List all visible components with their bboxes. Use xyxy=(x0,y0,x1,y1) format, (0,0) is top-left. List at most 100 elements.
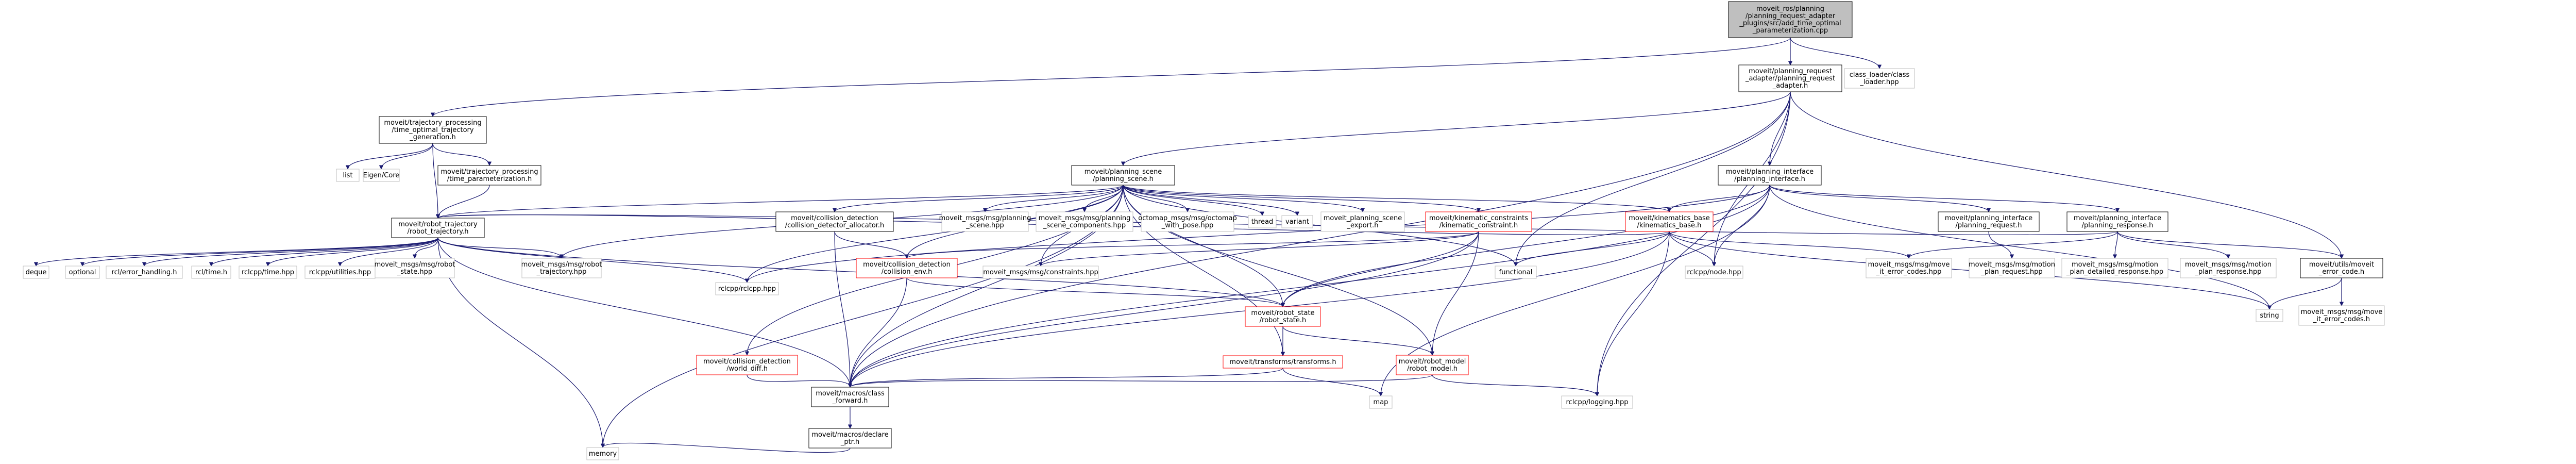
node-label-line: /time_parameterization.h xyxy=(447,175,532,183)
dependency-edge xyxy=(432,143,440,219)
node-label-line: moveit/planning_interface xyxy=(2074,214,2161,222)
node-motion-plan-response[interactable]: moveit_msgs/msg/motion_plan_response.hpp xyxy=(2180,258,2277,278)
dependency-edge xyxy=(848,374,1433,388)
node-moveit-error-codes[interactable]: moveit_msgs/msg/move_it_error_codes.hpp xyxy=(1866,258,1952,278)
node-rclcpp-logging[interactable]: rclcpp/logging.hpp xyxy=(1561,395,1633,409)
node-box xyxy=(1844,68,1915,89)
node-constraints-hpp[interactable]: moveit_msgs/msg/constraints.hpp xyxy=(982,266,1099,279)
node-box xyxy=(1071,165,1175,186)
node-label-line: /collision_env.h xyxy=(882,268,933,276)
dependency-edge xyxy=(848,91,1791,388)
node-label-line: moveit/robot_model xyxy=(1399,358,1466,366)
node-label-line: /planning_interface.h xyxy=(1734,175,1805,183)
node-box xyxy=(856,258,958,278)
node-octomap[interactable]: octomap_msgs/msg/octomap_with_pose.hpp xyxy=(1138,211,1237,232)
node-kinematics-base[interactable]: moveit/kinematics_base/kinematics_base.h xyxy=(1625,211,1714,232)
node-rcl-error[interactable]: rcl/error_handling.h xyxy=(106,266,183,279)
node-class-loader[interactable]: class_loader/class_loader.hpp xyxy=(1844,68,1915,89)
node-box xyxy=(1223,355,1343,369)
node-scene-export[interactable]: moveit_planning_scene_export.h xyxy=(1320,211,1405,232)
node-box xyxy=(191,266,231,279)
dependency-edge xyxy=(1669,231,1717,267)
dependency-edge xyxy=(435,185,490,219)
node-planning-scene[interactable]: moveit/planning_scene/planning_scene.h xyxy=(1071,165,1175,186)
node-robot-trajectory-hpp[interactable]: moveit_msgs/msg/robot_trajectory.hpp xyxy=(521,258,602,278)
node-class-forward[interactable]: moveit/macros/class_forward.h xyxy=(811,387,889,407)
dependency-edge xyxy=(1121,91,1791,166)
node-rclcpp-utilities[interactable]: rclcpp/utilities.hpp xyxy=(304,266,376,279)
node-label-line: moveit_msgs/msg/motion xyxy=(2072,261,2158,269)
node-robot-state-hpp[interactable]: moveit_msgs/msg/robot_state.hpp xyxy=(375,258,455,278)
node-declare-ptr[interactable]: moveit/macros/declare_ptr.h xyxy=(808,428,892,449)
node-moveit-error-codes2[interactable]: moveit_msgs/msg/move_it_error_codes.h xyxy=(2298,305,2385,326)
node-eigen[interactable]: Eigen/Core xyxy=(363,169,400,182)
dependency-edge xyxy=(2117,231,2344,259)
dependency-edge xyxy=(1123,185,1300,216)
node-msg-planning-scene[interactable]: moveit_msgs/msg/planning_scene.hpp xyxy=(939,211,1031,232)
node-label-line: /kinematics_base.h xyxy=(1637,222,1702,229)
node-label-line: moveit_msgs/msg/robot xyxy=(375,261,455,269)
node-label-line: moveit_msgs/msg/motion xyxy=(2185,261,2272,269)
node-label-line: moveit/utils/moveit xyxy=(2309,261,2374,269)
node-planning-request[interactable]: moveit/planning_interface/planning_reque… xyxy=(1938,211,2040,232)
node-label-line: optional xyxy=(69,269,96,276)
node-robot-model[interactable]: moveit/robot_model/robot_model.h xyxy=(1396,355,1469,375)
dependency-edge xyxy=(1123,185,1671,212)
dependency-edge xyxy=(1988,231,2014,259)
dependency-edge xyxy=(832,185,1124,212)
node-rclcpp-node[interactable]: rclcpp/node.hpp xyxy=(1685,266,1743,279)
node-functional[interactable]: functional xyxy=(1495,266,1537,279)
node-label-line: rclcpp/logging.hpp xyxy=(1566,399,1629,406)
node-planning-request-adapter[interactable]: moveit/planning_request_adapter/planning… xyxy=(1738,64,1842,92)
node-collision-allocator[interactable]: moveit/collision_detection/collision_det… xyxy=(775,211,894,232)
node-root[interactable]: moveit_ros/planning/planning_request_ada… xyxy=(1728,1,1853,38)
node-planning-interface[interactable]: moveit/planning_interface/planning_inter… xyxy=(1718,165,1822,186)
node-list[interactable]: list xyxy=(336,169,360,182)
dependency-edge xyxy=(1282,326,1435,356)
node-robot-trajectory[interactable]: moveit/robot_trajectory/robot_trajectory… xyxy=(391,218,485,238)
node-box xyxy=(375,258,455,278)
node-kinematic-constraint[interactable]: moveit/kinematic_constraints/kinematic_c… xyxy=(1425,211,1532,232)
node-box xyxy=(2066,211,2168,232)
node-memory[interactable]: memory xyxy=(586,447,619,460)
node-box xyxy=(437,165,541,186)
node-label-line: moveit/planning_interface xyxy=(1945,214,2032,222)
node-optional[interactable]: optional xyxy=(65,266,100,279)
node-motion-plan-request[interactable]: moveit_msgs/msg/motion_plan_request.hpp xyxy=(1969,258,2055,278)
node-label-line: _it_error_codes.hpp xyxy=(1876,268,1942,276)
node-thread[interactable]: thread xyxy=(1248,215,1277,228)
node-time-param[interactable]: moveit/trajectory_processing/time_parame… xyxy=(437,165,541,186)
node-motion-plan-detailed[interactable]: moveit_msgs/msg/motion_plan_detailed_res… xyxy=(2061,258,2168,278)
dependency-edge xyxy=(2267,277,2342,310)
dependency-edge xyxy=(834,231,909,259)
node-time-optimal[interactable]: moveit/trajectory_processing/time_optima… xyxy=(379,116,487,144)
node-rclcpp-time[interactable]: rclcpp/time.hpp xyxy=(239,266,297,279)
node-deque[interactable]: deque xyxy=(23,266,49,279)
dependency-edge xyxy=(1430,231,1479,356)
node-rclcpp-hpp[interactable]: rclcpp/rclcpp.hpp xyxy=(715,282,779,295)
node-collision-env[interactable]: moveit/collision_detection/collision_env… xyxy=(856,258,958,278)
node-msg-scene-components[interactable]: moveit_msgs/msg/planning_scene_component… xyxy=(1036,211,1133,232)
dependency-edge xyxy=(1280,231,1479,307)
node-variant[interactable]: variant xyxy=(1281,215,1313,228)
node-label-line: moveit_msgs/msg/constraints.hpp xyxy=(983,269,1098,276)
node-transforms[interactable]: moveit/transforms/transforms.h xyxy=(1223,355,1343,369)
node-string[interactable]: string xyxy=(2256,309,2283,322)
node-planning-response[interactable]: moveit/planning_interface/planning_respo… xyxy=(2066,211,2168,232)
dependency-edge xyxy=(2117,231,2231,259)
node-moveit-error-code[interactable]: moveit/utils/moveit_error_code.h xyxy=(2300,258,2383,278)
dependency-edge xyxy=(2112,231,2118,259)
node-box xyxy=(696,355,798,375)
dependency-edge xyxy=(982,185,1124,212)
dependency-edge xyxy=(1432,374,1600,396)
node-label-line: _it_error_codes.h xyxy=(2313,316,2370,323)
node-box xyxy=(811,387,889,407)
node-box xyxy=(1425,211,1532,232)
node-robot-state[interactable]: moveit/robot_state/robot_state.h xyxy=(1245,306,1321,327)
node-map[interactable]: map xyxy=(1369,395,1393,409)
dependency-edge xyxy=(905,231,1479,259)
node-world-diff[interactable]: moveit/collision_detection/world_diff.h xyxy=(696,355,798,375)
node-box xyxy=(941,211,1029,232)
node-box xyxy=(1281,215,1313,228)
node-rcl-time[interactable]: rcl/time.h xyxy=(191,266,231,279)
